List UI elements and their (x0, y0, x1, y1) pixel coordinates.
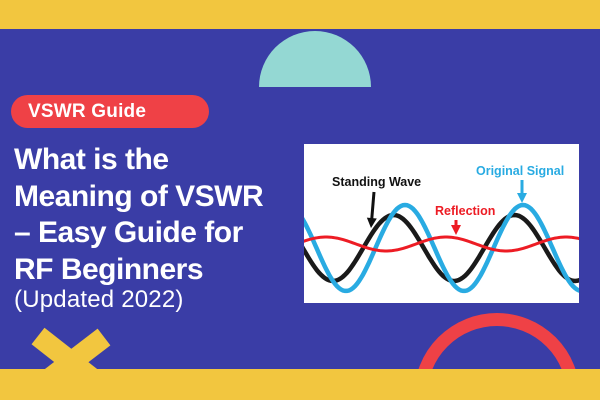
teal-semicircle-shape (259, 31, 371, 87)
updated-year-label: (Updated 2022) (14, 286, 184, 313)
title-line-1: What is the (14, 143, 169, 176)
standing-wave-label: Standing Wave (332, 175, 422, 189)
title-line-2: Meaning of VSWR (14, 179, 264, 213)
wave-diagram (304, 180, 579, 294)
reflection-label: Reflection (435, 204, 496, 218)
title-line-4: RF Beginners (14, 252, 204, 286)
bottom-yellow-band (0, 369, 600, 400)
category-badge-label: VSWR Guide (28, 100, 147, 122)
category-badge: VSWR Guide (11, 95, 209, 128)
title-line-3: – Easy Guide for (14, 216, 243, 249)
page-title: What is the Meaning of VSWR – Easy Guide… (14, 142, 264, 288)
top-yellow-band (0, 0, 600, 29)
original-signal-label: Original Signal (476, 164, 565, 178)
wave-diagram-card: Standing Wave Original Signal Reflection (304, 144, 579, 303)
